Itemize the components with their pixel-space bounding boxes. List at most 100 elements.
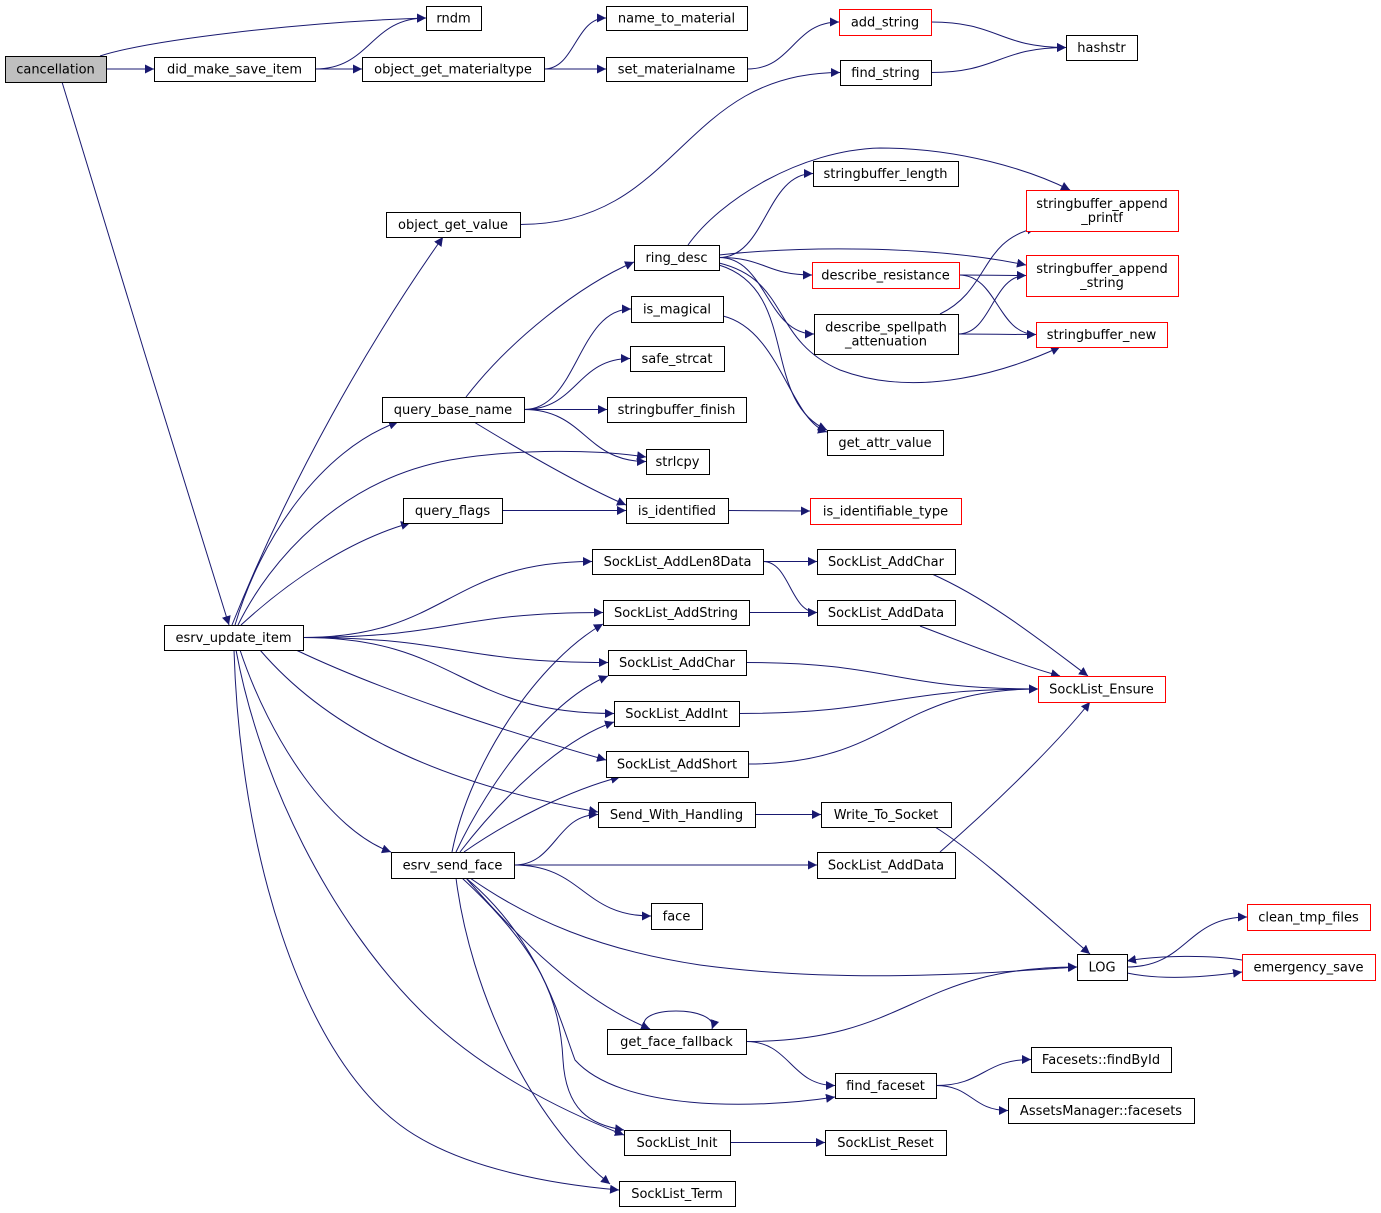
- node-stringbuffer-finish[interactable]: stringbuffer_finish: [607, 397, 747, 423]
- node-hashstr[interactable]: hashstr: [1066, 35, 1138, 61]
- node-socklist-addint[interactable]: SockList_AddInt: [614, 701, 740, 727]
- node-box: [810, 498, 962, 525]
- node-label: emergency_save: [1253, 961, 1363, 976]
- edge-line: [543, 13, 607, 70]
- node-find-faceset[interactable]: find_faceset: [835, 1073, 937, 1099]
- edge-esrv_update_item-to-SockList_AddChar: [302, 637, 609, 667]
- node-is-magical[interactable]: is_magical: [631, 296, 724, 323]
- node-box: [812, 262, 960, 289]
- node-label: get_attr_value: [838, 436, 931, 451]
- node-object-get-materialtype[interactable]: object_get_materialtype: [362, 57, 545, 82]
- node-is-identifiable-type[interactable]: is_identifiable_type: [810, 498, 962, 525]
- node-box: [5, 56, 107, 83]
- node-stringbuffer-new[interactable]: stringbuffer_new: [1036, 322, 1168, 348]
- node-box: [821, 802, 952, 828]
- node-label: cancellation: [16, 63, 95, 78]
- node-strlcpy[interactable]: strlcpy: [646, 449, 710, 475]
- node-face[interactable]: face: [651, 903, 703, 930]
- node-esrv-update-item[interactable]: esrv_update_item: [164, 625, 304, 651]
- node-socklist-addstring[interactable]: SockList_AddString: [603, 600, 750, 626]
- node-socklist-reset[interactable]: SockList_Reset: [825, 1130, 947, 1156]
- edge-line: [233, 649, 620, 1194]
- edge-cancellation-to-esrv_update_item: [61, 81, 231, 626]
- node-add-string[interactable]: add_string: [839, 9, 932, 36]
- node-object-get-value[interactable]: object_get_value: [386, 212, 521, 238]
- node-socklist-addchar[interactable]: SockList_AddChar: [608, 650, 747, 676]
- node-get-face-fallback[interactable]: get_face_fallback: [607, 1029, 747, 1055]
- node-box: [1066, 35, 1138, 61]
- node-label: clean_tmp_files: [1258, 911, 1359, 926]
- node-socklist-adddata[interactable]: SockList_AddData: [817, 852, 956, 879]
- node-box: [1038, 676, 1166, 703]
- node-socklist-term[interactable]: SockList_Term: [619, 1181, 736, 1207]
- edge-esrv_send_face-to-Send_With_Handling: [513, 810, 599, 866]
- node-query-base-name[interactable]: query_base_name: [382, 397, 525, 423]
- node-layer: cancellation rndm did_make_save_item name_t…: [5, 6, 1376, 1207]
- node-write-to-socket[interactable]: Write_To_Socket: [821, 802, 952, 828]
- node-socklist-addchar-r[interactable]: SockList_AddChar: [817, 549, 956, 575]
- node-clean-tmp-files[interactable]: clean_tmp_files: [1247, 904, 1371, 931]
- edge-esrv_send_face-to-SockList_AddString: [451, 623, 604, 853]
- node-send-with-handling[interactable]: Send_With_Handling: [598, 802, 756, 828]
- node-box: [598, 802, 756, 828]
- node-describe-resistance[interactable]: describe_resistance: [812, 262, 960, 289]
- node-box: [606, 6, 748, 31]
- node-did-make-save-item[interactable]: did_make_save_item: [154, 57, 316, 82]
- node-label: SockList_AddInt: [625, 707, 727, 722]
- node-box: [825, 1130, 947, 1156]
- node-socklist-ensure[interactable]: SockList_Ensure: [1038, 676, 1166, 703]
- node-box: [817, 549, 956, 575]
- node-box: [630, 346, 725, 372]
- node-stringbuffer-length[interactable]: stringbuffer_length: [813, 161, 959, 187]
- node-box: [382, 397, 525, 423]
- node-label: SockList_Init: [637, 1136, 718, 1151]
- node-label: object_get_materialtype: [374, 63, 532, 78]
- edge-line: [643, 1010, 720, 1030]
- edge-line: [523, 409, 647, 466]
- node-query-flags[interactable]: query_flags: [403, 498, 503, 524]
- node-label: SockList_Reset: [837, 1136, 933, 1151]
- edge-esrv_send_face-to-SockList_AddChar: [455, 675, 609, 853]
- node-socklist-init[interactable]: SockList_Init: [624, 1130, 731, 1156]
- node-cancellation[interactable]: cancellation: [5, 56, 107, 83]
- edge-line: [935, 1055, 1032, 1086]
- edge-esrv_update_item-to-SockList_Term: [233, 649, 620, 1194]
- node-describe-spellpath-attenuation[interactable]: describe_spellpath_attenuation: [814, 314, 959, 355]
- edge-line: [459, 720, 615, 853]
- node-get-attr-value[interactable]: get_attr_value: [827, 430, 944, 456]
- node-assetsmanager-facesets[interactable]: AssetsManager::facesets: [1008, 1098, 1195, 1124]
- node-label: face: [663, 910, 691, 925]
- node-is-identified[interactable]: is_identified: [626, 498, 729, 524]
- node-socklist-adddata-r[interactable]: SockList_AddData: [817, 600, 956, 626]
- node-box: [634, 245, 720, 271]
- edge-line: [957, 329, 1037, 339]
- node-esrv-send-face[interactable]: esrv_send_face: [391, 852, 515, 879]
- node-name-to-material[interactable]: name_to_material: [606, 6, 748, 31]
- edge-line: [455, 877, 611, 1185]
- node-emergency-save[interactable]: emergency_save: [1242, 954, 1376, 981]
- node-box: [1077, 954, 1128, 981]
- edge-line: [958, 270, 1027, 280]
- node-facesets-findbyid[interactable]: Facesets::findById: [1031, 1047, 1172, 1073]
- node-set-materialname[interactable]: set_materialname: [606, 57, 748, 82]
- node-label: stringbuffer_append: [1036, 197, 1168, 212]
- node-log[interactable]: LOG: [1077, 954, 1128, 981]
- node-stringbuffer-append-printf[interactable]: stringbuffer_append_printf: [1026, 190, 1179, 232]
- node-label: strlcpy: [656, 455, 700, 470]
- edge-add_string-to-hashstr: [930, 21, 1067, 52]
- node-safe-strcat[interactable]: safe_strcat: [630, 346, 725, 372]
- node-socklist-addlen8data[interactable]: SockList_AddLen8Data: [592, 549, 764, 575]
- node-socklist-addshort[interactable]: SockList_AddShort: [606, 751, 749, 778]
- node-label: is_identifiable_type: [823, 505, 948, 520]
- node-rndm[interactable]: rndm: [426, 6, 482, 31]
- node-stringbuffer-append-string[interactable]: stringbuffer_append_string: [1026, 255, 1179, 297]
- edge-describe_resistance-to-stringbuffer_append_string: [958, 270, 1027, 280]
- node-box: [840, 60, 932, 86]
- node-find-string[interactable]: find_string: [840, 60, 932, 86]
- node-label: get_face_fallback: [620, 1035, 733, 1050]
- node-box: [817, 600, 956, 626]
- node-label: stringbuffer_new: [1047, 328, 1157, 343]
- node-ring-desc[interactable]: ring_desc: [634, 245, 720, 271]
- edge-line: [302, 557, 593, 638]
- node-label: is_identified: [638, 504, 716, 519]
